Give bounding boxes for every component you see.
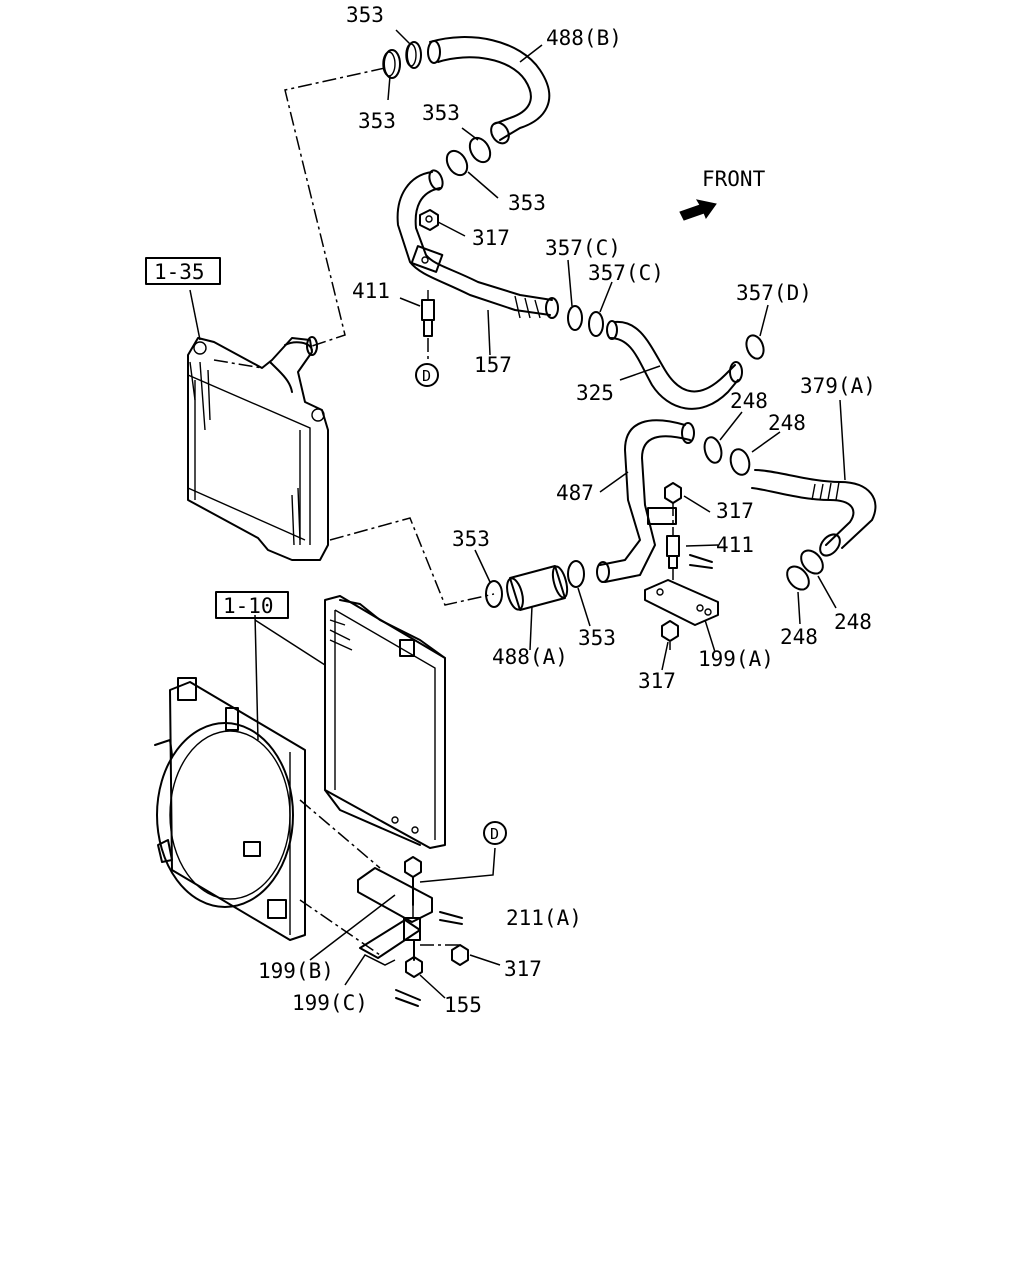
fan-shroud [154,677,306,941]
bolt-211a [404,856,422,906]
nut-317-c [661,620,679,642]
clamp-248-b [729,448,751,476]
label-353-mid-a[interactable]: 353 [422,101,460,125]
hose-488b [427,36,551,145]
connector-d-label-upper: D [422,367,431,385]
label-199c[interactable]: 199(C) [292,991,368,1015]
label-353-top-a[interactable]: 353 [346,3,384,27]
label-248-c[interactable]: 248 [780,625,818,649]
clamp-248-d [800,549,824,575]
ref-box-1-35[interactable] [145,257,221,285]
label-357d[interactable]: 357(D) [736,281,812,305]
label-317-b[interactable]: 317 [716,499,754,523]
bracket-199c [359,911,463,959]
bolt-155 [395,939,423,1007]
hose-379a [751,469,877,557]
label-357c-b[interactable]: 357(C) [588,261,664,285]
clamp-357c-a [567,305,583,331]
pipe-487 [596,419,695,583]
front-label: FRONT [702,167,766,191]
label-211a[interactable]: 211(A) [506,906,582,930]
bracket-199b [357,867,433,923]
label-487[interactable]: 487 [556,481,594,505]
pipe-157 [396,169,559,319]
clamp-353-mid-a [468,136,492,164]
label-411-b[interactable]: 411 [716,533,754,557]
label-248-d[interactable]: 248 [834,610,872,634]
bracket-199a [644,579,719,626]
ref-label-1-10: 1-10 [223,594,274,618]
label-199a[interactable]: 199(A) [698,647,774,671]
connector-d-circle-lower [483,821,507,845]
clamp-357d [745,334,765,360]
label-157[interactable]: 157 [474,353,512,377]
label-357c-a[interactable]: 357(C) [545,236,621,260]
label-379a[interactable]: 379(A) [800,374,876,398]
ref-box-1-10[interactable] [215,591,289,619]
label-325[interactable]: 325 [576,381,614,405]
label-353-low-a[interactable]: 353 [452,527,490,551]
label-317-a[interactable]: 317 [472,226,510,250]
clamp-353-top-a [405,41,422,69]
connector-d-circle-upper [415,363,439,387]
label-199b[interactable]: 199(B) [258,959,334,983]
assembly-lines [213,67,674,956]
label-155[interactable]: 155 [444,993,482,1017]
radiator-core [324,595,446,849]
label-317-d[interactable]: 317 [504,957,542,981]
label-353-mid-b[interactable]: 353 [508,191,546,215]
leader-lines [189,29,846,999]
connector-d-label-lower: D [490,825,499,843]
ref-label-1-35: 1-35 [154,260,205,284]
clamp-353-top-b [382,49,401,79]
hose-325 [606,320,743,410]
intercooler-assembly [187,336,329,561]
front-arrow-icon [679,199,717,221]
hose-488a [506,565,569,611]
clamp-357c-b [588,311,604,337]
label-353-low-b[interactable]: 353 [578,626,616,650]
label-488b[interactable]: 488(B) [546,26,622,50]
clamp-353-mid-b [445,149,469,177]
label-488a[interactable]: 488(A) [492,645,568,669]
label-317-c[interactable]: 317 [638,669,676,693]
sensor-411-b [666,535,713,569]
clamp-248-c [786,565,810,591]
nut-317-b [664,482,682,504]
clamp-248-a [703,436,723,464]
label-248-a[interactable]: 248 [730,389,768,413]
label-353-top-b[interactable]: 353 [358,109,396,133]
sensor-411-a [421,290,435,337]
nut-317-d [451,944,469,966]
label-411-a[interactable]: 411 [352,279,390,303]
nut-317-a [419,209,439,231]
clamp-353-low-a [485,580,503,608]
clamp-353-low-b [567,560,585,588]
label-248-b[interactable]: 248 [768,411,806,435]
